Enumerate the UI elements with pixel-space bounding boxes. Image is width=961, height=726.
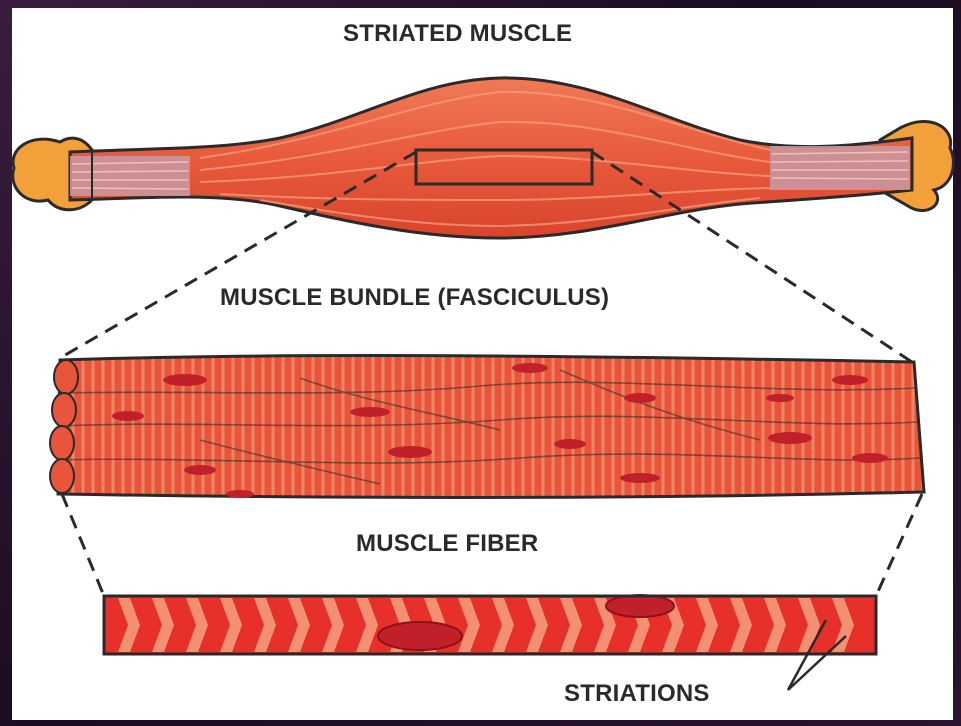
fiber-nucleus-1 (378, 622, 462, 650)
fiber-nucleus-2 (606, 595, 674, 617)
label-muscle-fiber: MUSCLE FIBER (356, 530, 538, 558)
title-striated-muscle: STRIATED MUSCLE (343, 20, 572, 48)
muscle-fiber (104, 595, 876, 654)
muscle-bundle (50, 356, 924, 498)
label-muscle-bundle: MUSCLE BUNDLE (FASCICULUS) (220, 284, 609, 312)
whole-muscle (13, 78, 954, 238)
label-striations: STRIATIONS (564, 680, 710, 708)
